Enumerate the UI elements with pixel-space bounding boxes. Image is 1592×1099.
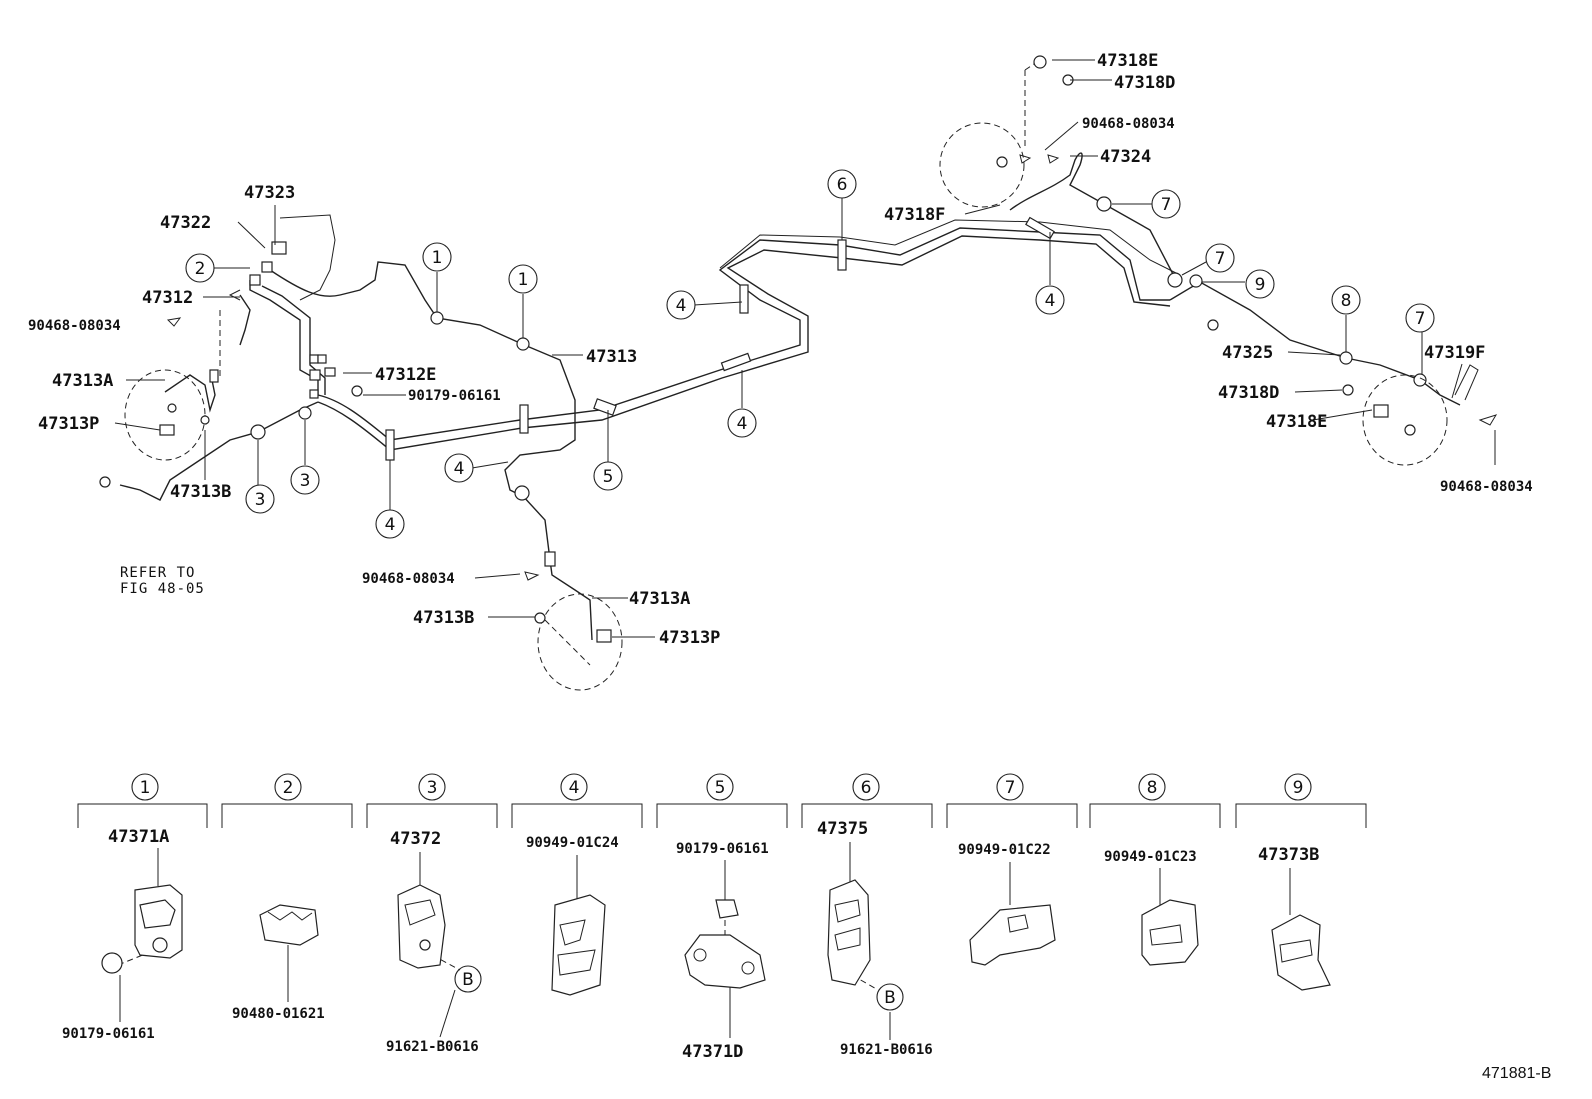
label-47318e-top: 47318E — [1097, 51, 1158, 71]
svg-text:3: 3 — [300, 471, 311, 491]
clamp-sketch-1 — [101, 884, 183, 974]
label-47313: 47313 — [586, 347, 637, 367]
svg-text:7: 7 — [1161, 195, 1172, 215]
svg-text:5: 5 — [603, 467, 614, 487]
svg-text:1: 1 — [518, 270, 529, 290]
legend-3-ref: B — [462, 970, 474, 990]
clamp-sketch-8 — [1141, 899, 1199, 966]
clamp-4-b — [519, 404, 529, 434]
legend-num-5: 5 — [715, 778, 726, 798]
fittings — [99, 55, 1498, 643]
clamp-sketch-5 — [684, 899, 766, 989]
legend-num-3: 3 — [427, 778, 438, 798]
label-47318d-right: 47318D — [1218, 383, 1279, 403]
clamp-4-c — [739, 284, 749, 314]
clamp-5 — [593, 398, 617, 416]
svg-text:7: 7 — [1215, 249, 1226, 269]
legend-3-top: 47372 — [390, 829, 441, 849]
label-47324: 47324 — [1100, 147, 1151, 167]
refer-note-line2: FIG 48-05 — [120, 581, 205, 597]
clamp-4-d — [720, 352, 752, 372]
legend-5-top: 90179-06161 — [676, 841, 769, 857]
clamp-sketch-7 — [969, 904, 1056, 966]
legend-3-bottom: 91621-B0616 — [386, 1039, 479, 1055]
svg-text:7: 7 — [1415, 309, 1426, 329]
legend-2-bottom: 90480-01621 — [232, 1006, 325, 1022]
svg-text:4: 4 — [1045, 291, 1056, 311]
label-90468-mid: 90468-08034 — [362, 571, 455, 587]
svg-text:4: 4 — [385, 515, 396, 535]
legend-num-6: 6 — [861, 778, 872, 798]
label-90468-top: 90468-08034 — [1082, 116, 1175, 132]
label-47319f: 47319F — [1424, 343, 1485, 363]
label-90468-left: 90468-08034 — [28, 318, 121, 334]
legend-5-bottom: 47371D — [682, 1042, 743, 1062]
clamp-sketch-4 — [551, 894, 606, 996]
legend-num-9: 9 — [1293, 778, 1304, 798]
label-47323: 47323 — [244, 183, 295, 203]
clamp-sketch-2 — [259, 904, 319, 946]
legend-1-top: 47371A — [108, 827, 169, 847]
legend-8-top: 90949-01C23 — [1104, 849, 1197, 865]
label-47313b-mid: 47313B — [413, 608, 474, 628]
legend-num-8: 8 — [1147, 778, 1158, 798]
legend-num-1: 1 — [140, 778, 151, 798]
clamp-sketch-6 — [827, 879, 871, 986]
svg-text:4: 4 — [737, 414, 748, 434]
svg-text:2: 2 — [195, 259, 206, 279]
clamp-legend: 1 2 3 4 5 6 7 8 9 47371A 90179-06161 904… — [62, 773, 1367, 1062]
brake-pipes — [119, 152, 1461, 641]
label-47318f: 47318F — [884, 205, 945, 225]
refer-note-line1: REFER TO — [120, 565, 195, 581]
legend-num-2: 2 — [283, 778, 294, 798]
legend-num-4: 4 — [569, 778, 580, 798]
label-47313p-mid: 47313P — [659, 628, 720, 648]
legend-6-top: 47375 — [817, 819, 868, 839]
clamp-sketch-9 — [1271, 914, 1331, 991]
svg-text:1: 1 — [432, 248, 443, 268]
clip-dots — [250, 196, 1427, 501]
label-47322: 47322 — [160, 213, 211, 233]
clamp-4-e — [1025, 216, 1055, 240]
legend-7-top: 90949-01C22 — [958, 842, 1051, 858]
label-90179-mid: 90179-06161 — [408, 388, 501, 404]
svg-text:6: 6 — [837, 175, 848, 195]
legend-num-7: 7 — [1005, 778, 1016, 798]
svg-text:3: 3 — [255, 490, 266, 510]
clamp-sketch-3 — [397, 884, 446, 969]
svg-text:8: 8 — [1341, 291, 1352, 311]
svg-text:4: 4 — [454, 459, 465, 479]
svg-text:9: 9 — [1255, 275, 1266, 295]
leader-lines — [114, 59, 1496, 638]
label-47318d-top: 47318D — [1114, 73, 1175, 93]
clamp-6 — [837, 239, 847, 271]
legend-9-top: 47373B — [1258, 845, 1319, 865]
diagram-callouts: 1 1 2 3 3 4 4 4 4 4 5 6 7 7 7 8 9 — [185, 169, 1435, 539]
label-47313b-left: 47313B — [170, 482, 231, 502]
label-47313a-mid: 47313A — [629, 589, 690, 609]
label-47318e-right: 47318E — [1266, 412, 1327, 432]
pipe-clamps — [385, 216, 1055, 461]
label-47312e: 47312E — [375, 365, 436, 385]
label-47313p-left: 47313P — [38, 414, 99, 434]
legend-6-ref: B — [884, 988, 896, 1008]
clamp-4-a — [385, 429, 395, 461]
legend-1-bottom: 90179-06161 — [62, 1026, 155, 1042]
legend-6-bottom: 91621-B0616 — [840, 1042, 933, 1058]
svg-text:4: 4 — [676, 296, 687, 316]
label-90468-right: 90468-08034 — [1440, 479, 1533, 495]
wheel-hub-outlines — [124, 59, 1448, 691]
label-47325: 47325 — [1222, 343, 1273, 363]
legend-4-top: 90949-01C24 — [526, 835, 619, 851]
figure-id: 471881-B — [1482, 1065, 1551, 1082]
label-47313a-left: 47313A — [52, 371, 113, 391]
part-labels: 47323 47322 47312 90468-08034 47313A 473… — [28, 51, 1533, 648]
label-47312: 47312 — [142, 288, 193, 308]
